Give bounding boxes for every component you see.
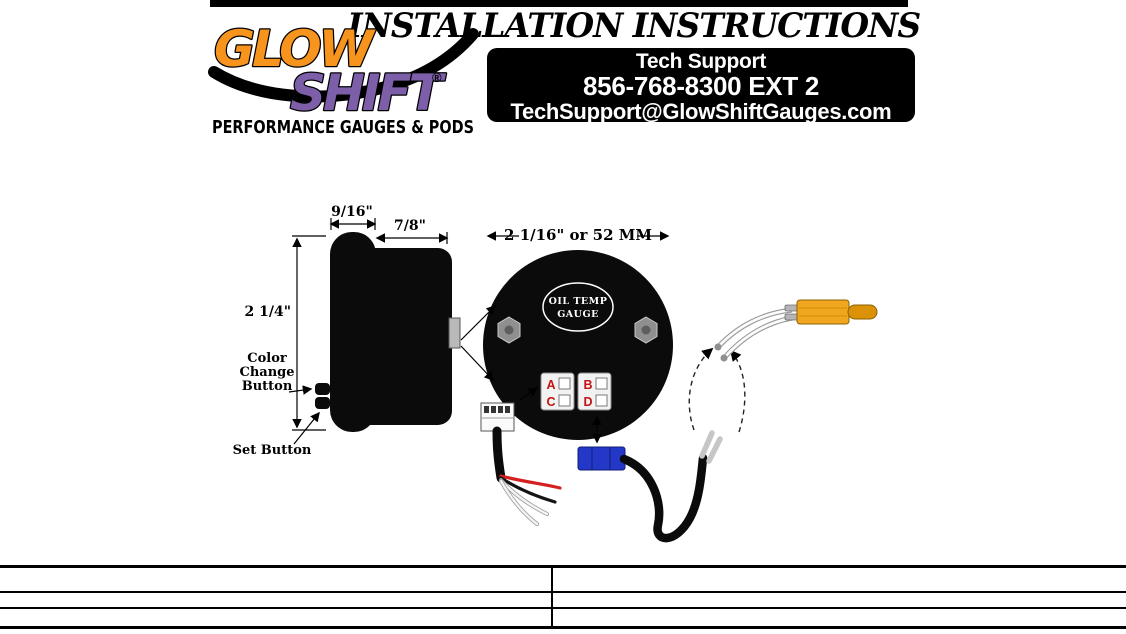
table-cell (553, 568, 1126, 591)
color-change-label-line3: Button (242, 379, 293, 394)
pin-b-label: B (583, 378, 592, 392)
logo-swoosh (208, 28, 479, 103)
rear-connector-right: B D (577, 372, 612, 411)
sensor-probe-tip (847, 304, 878, 320)
bottom-table (0, 565, 1126, 629)
pin-d-label: D (583, 395, 592, 409)
sensor-cable (619, 453, 708, 543)
logo-tagline: PERFORMANCE GAUGES & PODS (212, 117, 474, 138)
glowshift-logo: GLOW SHIFT ® PERFORMANCE GAUGES & PODS (208, 19, 479, 138)
tech-support-heading: Tech Support (635, 50, 767, 73)
black-wire (499, 476, 557, 504)
button-labels: Color Change Button Set Button (233, 351, 320, 458)
dim-body-depth: 7/8" (394, 218, 426, 234)
gauge-face-line2: GAUGE (557, 309, 599, 320)
dim-bezel-depth: 9/16" (331, 204, 373, 220)
header-top-bar (210, 0, 908, 7)
pointer-arrows (460, 304, 602, 444)
color-change-button (315, 383, 330, 395)
sensor-wire-2 (723, 316, 793, 358)
tech-support-box: Tech Support 856-768-8300 EXT 2 TechSupp… (487, 48, 915, 124)
table-row (0, 568, 1126, 591)
rear-connector-left: A C (540, 372, 575, 411)
power-harness (480, 402, 562, 526)
logo-glow-text: GLOW (214, 20, 377, 78)
logo-shift-text: SHIFT (290, 64, 447, 122)
blue-connector (577, 446, 626, 471)
table-row (0, 591, 1126, 607)
color-change-label-line2: Change (239, 365, 294, 380)
dim-gauge-diameter: 2 1/16" or 52 MM (504, 226, 652, 244)
table-cell (0, 593, 553, 607)
set-button-label: Set Button (233, 443, 312, 458)
tech-support-phone: 856-768-8300 EXT 2 (583, 71, 819, 101)
harness-cable (492, 426, 506, 483)
gauge-side-view (315, 232, 461, 432)
sensor-hex-body (796, 299, 850, 325)
temperature-sensor (714, 299, 878, 362)
gauge-bezel (330, 232, 376, 432)
gauge-face-line1: OIL TEMP (549, 296, 608, 307)
sensor-harness (577, 430, 723, 543)
table-cell (0, 568, 553, 591)
white-wire-2 (499, 479, 539, 526)
installation-diagram: 9/16" 7/8" 2 1/4" 2 1/16" or 52 MM Color… (233, 204, 878, 543)
pin-c-label: C (546, 395, 555, 409)
dimension-annotations: 9/16" 7/8" 2 1/4" 2 1/16" or 52 MM (244, 204, 670, 431)
table-cell (553, 609, 1126, 626)
gauge-connector-port (448, 317, 461, 349)
table-row (0, 607, 1126, 626)
dim-gauge-height: 2 1/4" (244, 304, 291, 320)
table-cell (0, 609, 553, 626)
sensor-wire-1 (717, 308, 793, 347)
pin-a-label: A (546, 378, 555, 392)
gauge-body (356, 248, 452, 425)
connection-guide-arrows (688, 347, 746, 433)
red-wire (499, 474, 562, 490)
page-title: INSTALLATION INSTRUCTIONS (347, 6, 921, 46)
logo-registered-mark: ® (432, 70, 442, 85)
table-cell (553, 593, 1126, 607)
set-button (315, 397, 330, 409)
color-change-label-line1: Color (247, 351, 287, 366)
gauge-face-oval (542, 282, 614, 332)
tech-support-email: TechSupport@GlowShiftGauges.com (510, 99, 892, 124)
